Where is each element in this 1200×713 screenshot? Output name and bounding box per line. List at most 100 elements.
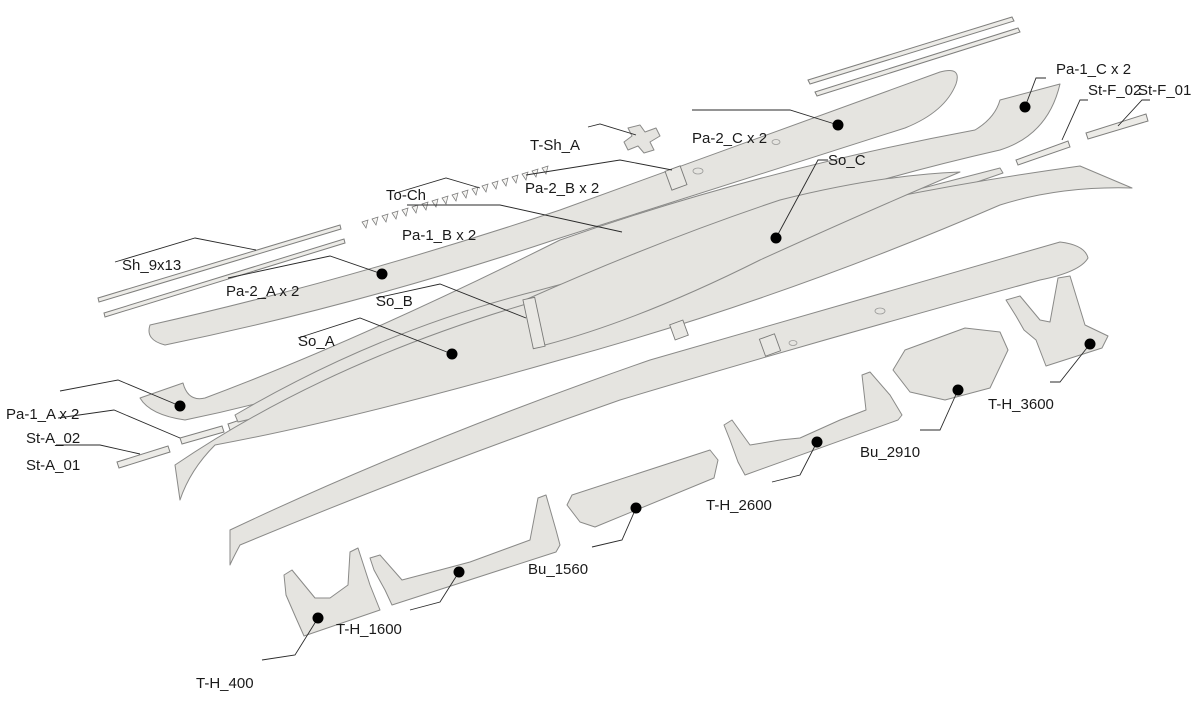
- rods-sh-9x13: [97, 224, 346, 318]
- part-bu-2910: [892, 327, 1009, 401]
- dot-t-h-3600: [1084, 338, 1096, 350]
- dot-pa-2-a: [376, 268, 388, 280]
- label-pa-1-a: Pa-1_A x 2: [6, 406, 79, 423]
- leader-t-sh-a: [587, 123, 637, 136]
- tooth: [501, 177, 509, 187]
- hole: [771, 139, 781, 145]
- tooth: [461, 189, 469, 199]
- label-st-a-01: St-A_01: [26, 457, 80, 474]
- part-t-sh-a: [623, 124, 661, 154]
- tooth: [411, 204, 419, 214]
- label-sh-9x13: Sh_9x13: [122, 257, 181, 274]
- hole: [874, 307, 886, 315]
- leader-st-a-01: [56, 444, 141, 455]
- joint-so-mid: [669, 319, 689, 341]
- leader-pa-1-a: [59, 379, 181, 407]
- tooth: [421, 201, 429, 211]
- leader-so-a: [297, 317, 453, 355]
- label-t-sh-a: T-Sh_A: [530, 137, 580, 154]
- leader-so-c: [775, 159, 828, 239]
- dot-t-h-1600: [453, 566, 465, 578]
- tooth: [541, 165, 549, 175]
- joint-pa-2-b: [664, 165, 688, 191]
- label-st-a-02: St-A_02: [26, 430, 80, 447]
- rod-sh-2: [103, 238, 346, 318]
- leader-bu-1560: [591, 507, 637, 548]
- joint-so-b: [522, 296, 546, 350]
- label-pa-2-a: Pa-2_A x 2: [226, 283, 299, 300]
- label-so-c: So_C: [828, 152, 866, 169]
- dot-pa-1-c: [1019, 101, 1031, 113]
- tooth: [401, 207, 409, 217]
- part-so-b-lens: [524, 171, 961, 346]
- tooth: [381, 213, 389, 223]
- leader-pa-2-c: [692, 109, 839, 126]
- tooth: [491, 180, 499, 190]
- leader-pa-1-b: [407, 204, 623, 233]
- dot-pa-1-a: [174, 400, 186, 412]
- strip-st-a-02: [179, 425, 225, 445]
- labels: T-Sh_A Pa-2_C x 2 Pa-1_C x 2 St-F_02 St-…: [6, 61, 1191, 692]
- label-pa-2-c: Pa-2_C x 2: [692, 130, 767, 147]
- joint-lower: [758, 333, 782, 357]
- part-t-h-1600: [369, 494, 561, 606]
- part-t-h-2600: [723, 371, 903, 476]
- label-pa-1-b: Pa-1_B x 2: [402, 227, 476, 244]
- label-t-h-3600: T-H_3600: [988, 396, 1054, 413]
- leader-t-h-3600: [1050, 343, 1091, 383]
- rod-sh-1: [97, 224, 342, 303]
- strip-st-f-01: [1085, 113, 1149, 140]
- tooth: [431, 198, 439, 208]
- tooth: [521, 171, 529, 181]
- hole: [788, 340, 798, 346]
- tooth: [471, 186, 479, 196]
- leader-st-a-02: [57, 409, 181, 439]
- leader-t-h-1600: [409, 571, 460, 611]
- leader-st-f-01: [1117, 99, 1150, 127]
- label-so-b: So_B: [376, 293, 413, 310]
- leader-sh-9x13: [114, 237, 257, 263]
- part-bu-1560: [566, 449, 719, 528]
- dot-so-a: [446, 348, 458, 360]
- leader-pa-2-b: [525, 159, 673, 176]
- dot-t-h-400: [312, 612, 324, 624]
- dot-so-c: [770, 232, 782, 244]
- label-pa-2-b: Pa-2_B x 2: [525, 180, 599, 197]
- rod-top-1: [807, 16, 1015, 85]
- label-to-ch: To-Ch: [386, 187, 426, 204]
- label-t-h-400: T-H_400: [196, 675, 254, 692]
- label-so-a: So_A: [298, 333, 335, 350]
- part-so-a: [174, 165, 1133, 501]
- tooth: [371, 216, 379, 226]
- leader-so-b: [375, 283, 527, 319]
- tooth: [361, 219, 369, 229]
- leader-t-h-2600: [771, 441, 818, 483]
- label-pa-1-c: Pa-1_C x 2: [1056, 61, 1131, 78]
- label-bu-2910: Bu_2910: [860, 444, 920, 461]
- part-t-h-3600: [1005, 275, 1109, 367]
- dot-bu-2910: [952, 384, 964, 396]
- label-st-f-02: St-F_02: [1088, 82, 1141, 99]
- dot-pa-2-c: [832, 119, 844, 131]
- strip-st-f-02: [1015, 140, 1071, 166]
- label-bu-1560: Bu_1560: [528, 561, 588, 578]
- dot-t-h-2600: [811, 436, 823, 448]
- label-st-f-01: St-F_01: [1138, 82, 1191, 99]
- hole: [692, 167, 704, 175]
- tooth: [391, 210, 399, 220]
- part-pa-2: [148, 70, 958, 346]
- tooth: [511, 174, 519, 184]
- tooth: [441, 195, 449, 205]
- leader-t-h-400: [261, 617, 319, 661]
- leader-to-ch: [395, 177, 481, 194]
- part-lower-board: [229, 241, 1089, 566]
- reference-dots: [174, 101, 1096, 624]
- strip-st-a-01: [116, 445, 171, 469]
- part-t-h-400: [283, 547, 381, 637]
- rod-top-2: [814, 27, 1021, 97]
- leader-bu-2910: [920, 389, 959, 431]
- label-t-h-2600: T-H_2600: [706, 497, 772, 514]
- leader-st-f-02: [1061, 99, 1088, 141]
